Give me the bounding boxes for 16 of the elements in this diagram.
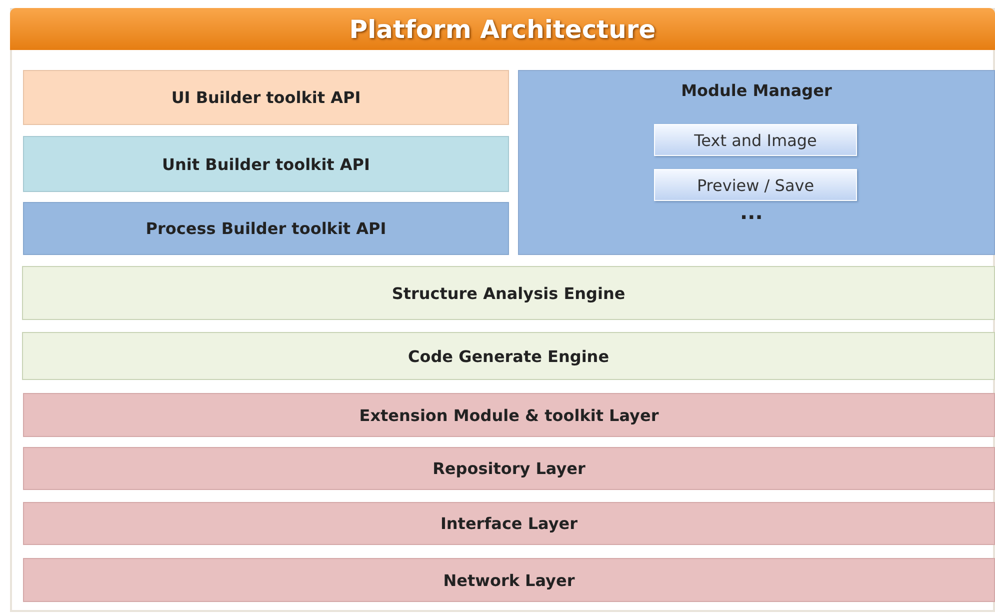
layer-box: Code Generate Engine <box>22 332 995 380</box>
layer-box: Repository Layer <box>23 447 995 490</box>
ellipsis-note: ... <box>740 200 763 224</box>
layer-box: Process Builder toolkit API <box>23 202 509 255</box>
module-button: Text and Image <box>654 124 857 156</box>
title-banner: Platform Architecture <box>10 8 995 50</box>
panel-heading: Module Manager <box>680 81 833 100</box>
layer-box: UI Builder toolkit API <box>23 70 509 125</box>
layer-box: Network Layer <box>23 558 995 602</box>
module-panel <box>518 70 995 255</box>
layer-box: Interface Layer <box>23 502 995 545</box>
layer-box: Extension Module & toolkit Layer <box>23 393 995 437</box>
layer-box: Unit Builder toolkit API <box>23 136 509 192</box>
layer-box: Structure Analysis Engine <box>22 266 995 320</box>
architecture-panel <box>10 8 995 612</box>
module-button: Preview / Save <box>654 169 857 201</box>
